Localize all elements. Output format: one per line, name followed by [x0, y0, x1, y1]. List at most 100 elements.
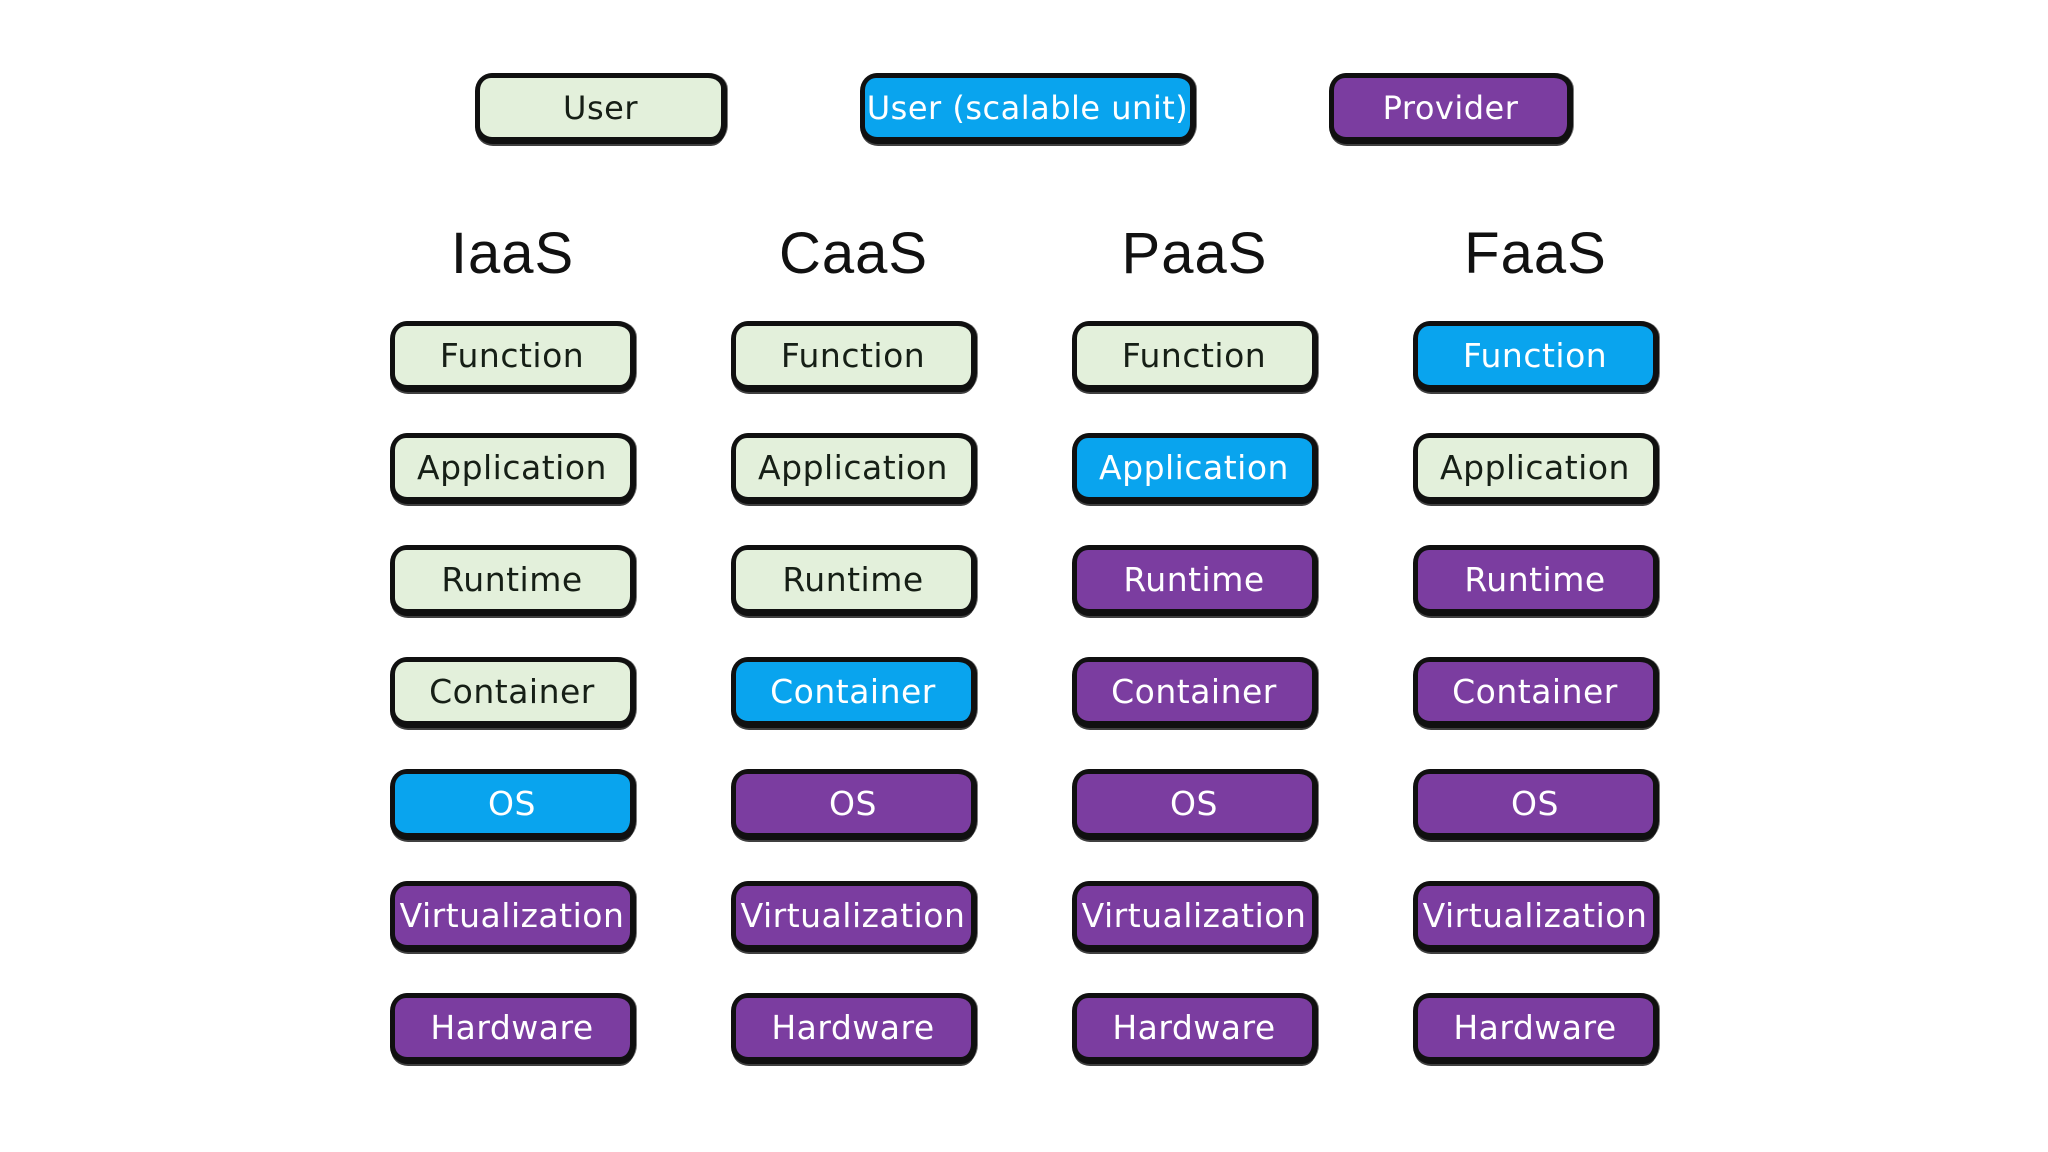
layer-box-fill: Application: [394, 438, 630, 497]
layer-box-label: Function: [780, 336, 926, 375]
layer-box-fill: OS: [1076, 774, 1312, 833]
layer-box-fill: Function: [394, 326, 630, 385]
layer-box-iaas-application: Application: [389, 433, 636, 504]
layer-box-label: Runtime: [782, 560, 924, 599]
layer-box-fill: Function: [735, 326, 971, 385]
layer-box-label: OS: [1511, 784, 1559, 823]
layer-box-faas-virtualization: Virtualization: [1412, 881, 1659, 952]
layer-stack: Function Application Runtime Container O…: [730, 321, 977, 1064]
legend-item-provider: Provider: [1329, 73, 1573, 144]
layer-box-faas-container: Container: [1412, 657, 1659, 728]
layer-box-faas-function: Function: [1412, 321, 1659, 392]
layer-box-fill: Application: [1076, 438, 1312, 497]
layer-box-faas-hardware: Hardware: [1412, 993, 1659, 1064]
layer-box-fill: OS: [394, 774, 630, 833]
layer-box-iaas-os: OS: [389, 769, 636, 840]
layer-stack: Function Application Runtime Container O…: [389, 321, 636, 1064]
layer-box-caas-hardware: Hardware: [730, 993, 977, 1064]
legend-item-user-scalable-unit: User (scalable unit): [860, 73, 1196, 144]
layer-box-fill: Container: [394, 662, 630, 721]
layer-box-paas-virtualization: Virtualization: [1071, 881, 1318, 952]
layer-box-fill: Hardware: [735, 998, 971, 1057]
service-column-paas: PaaS Function Application Runtime Contai…: [1071, 221, 1318, 1064]
layer-box-label: Virtualization: [1422, 896, 1648, 935]
layer-box-fill: Container: [735, 662, 971, 721]
legend-item-label: Provider: [1382, 88, 1519, 127]
layer-box-label: Hardware: [771, 1008, 935, 1047]
layer-stack: Function Application Runtime Container O…: [1071, 321, 1318, 1064]
column-title-faas: FaaS: [1464, 221, 1607, 286]
service-column-faas: FaaS Function Application Runtime Contai…: [1412, 221, 1659, 1064]
layer-box-caas-function: Function: [730, 321, 977, 392]
layer-box-paas-hardware: Hardware: [1071, 993, 1318, 1064]
column-title-caas: CaaS: [778, 221, 929, 286]
layer-box-label: Function: [1462, 336, 1608, 375]
service-column-iaas: IaaS Function Application Runtime Contai…: [389, 221, 636, 1064]
layer-box-iaas-container: Container: [389, 657, 636, 728]
layer-box-label: Application: [1099, 448, 1289, 487]
layer-box-label: Runtime: [1123, 560, 1265, 599]
column-title-paas: PaaS: [1121, 221, 1268, 286]
layer-box-label: OS: [1170, 784, 1218, 823]
layer-box-faas-os: OS: [1412, 769, 1659, 840]
layer-box-label: Virtualization: [399, 896, 625, 935]
layer-box-label: Hardware: [1112, 1008, 1276, 1047]
layer-box-fill: Runtime: [394, 550, 630, 609]
legend-item-fill: User: [480, 78, 721, 137]
layer-box-label: Virtualization: [740, 896, 966, 935]
layer-box-paas-os: OS: [1071, 769, 1318, 840]
layer-box-fill: Runtime: [1076, 550, 1312, 609]
layer-box-iaas-virtualization: Virtualization: [389, 881, 636, 952]
layer-box-label: Runtime: [441, 560, 583, 599]
layer-box-paas-function: Function: [1071, 321, 1318, 392]
layer-box-fill: Function: [1417, 326, 1653, 385]
layer-box-label: Application: [758, 448, 948, 487]
layer-box-fill: Application: [735, 438, 971, 497]
layer-box-label: OS: [829, 784, 877, 823]
layer-box-fill: Hardware: [1076, 998, 1312, 1057]
layer-box-label: Function: [439, 336, 585, 375]
column-title-iaas: IaaS: [450, 221, 575, 286]
layer-box-caas-container: Container: [730, 657, 977, 728]
layer-box-label: Application: [1440, 448, 1630, 487]
layer-box-caas-application: Application: [730, 433, 977, 504]
layer-box-label: Function: [1121, 336, 1267, 375]
layer-box-caas-runtime: Runtime: [730, 545, 977, 616]
layer-box-label: Container: [1111, 672, 1277, 711]
layer-box-iaas-hardware: Hardware: [389, 993, 636, 1064]
layer-box-fill: Runtime: [735, 550, 971, 609]
layer-box-fill: Virtualization: [735, 886, 971, 945]
layer-box-fill: Hardware: [394, 998, 630, 1057]
layer-box-label: Container: [429, 672, 595, 711]
layer-box-fill: Function: [1076, 326, 1312, 385]
layer-box-faas-runtime: Runtime: [1412, 545, 1659, 616]
layer-box-paas-application: Application: [1071, 433, 1318, 504]
legend: User User (scalable unit) Provider: [0, 73, 2048, 144]
service-model-columns: IaaS Function Application Runtime Contai…: [0, 222, 2048, 1064]
layer-box-iaas-runtime: Runtime: [389, 545, 636, 616]
layer-box-fill: Virtualization: [1076, 886, 1312, 945]
layer-box-label: Virtualization: [1081, 896, 1307, 935]
layer-box-fill: Container: [1076, 662, 1312, 721]
layer-box-caas-os: OS: [730, 769, 977, 840]
layer-box-paas-container: Container: [1071, 657, 1318, 728]
layer-box-label: Hardware: [430, 1008, 594, 1047]
legend-item-fill: User (scalable unit): [865, 78, 1190, 137]
layer-box-fill: Virtualization: [1417, 886, 1653, 945]
layer-box-caas-virtualization: Virtualization: [730, 881, 977, 952]
legend-item-label: User: [563, 88, 638, 127]
layer-stack: Function Application Runtime Container O…: [1412, 321, 1659, 1064]
layer-box-iaas-function: Function: [389, 321, 636, 392]
layer-box-label: OS: [488, 784, 536, 823]
layer-box-fill: OS: [735, 774, 971, 833]
layer-box-label: Container: [1452, 672, 1618, 711]
layer-box-fill: Virtualization: [394, 886, 630, 945]
legend-item-user: User: [475, 73, 727, 144]
layer-box-faas-application: Application: [1412, 433, 1659, 504]
layer-box-paas-runtime: Runtime: [1071, 545, 1318, 616]
layer-box-fill: Application: [1417, 438, 1653, 497]
layer-box-fill: OS: [1417, 774, 1653, 833]
layer-box-label: Hardware: [1453, 1008, 1617, 1047]
layer-box-label: Container: [770, 672, 936, 711]
